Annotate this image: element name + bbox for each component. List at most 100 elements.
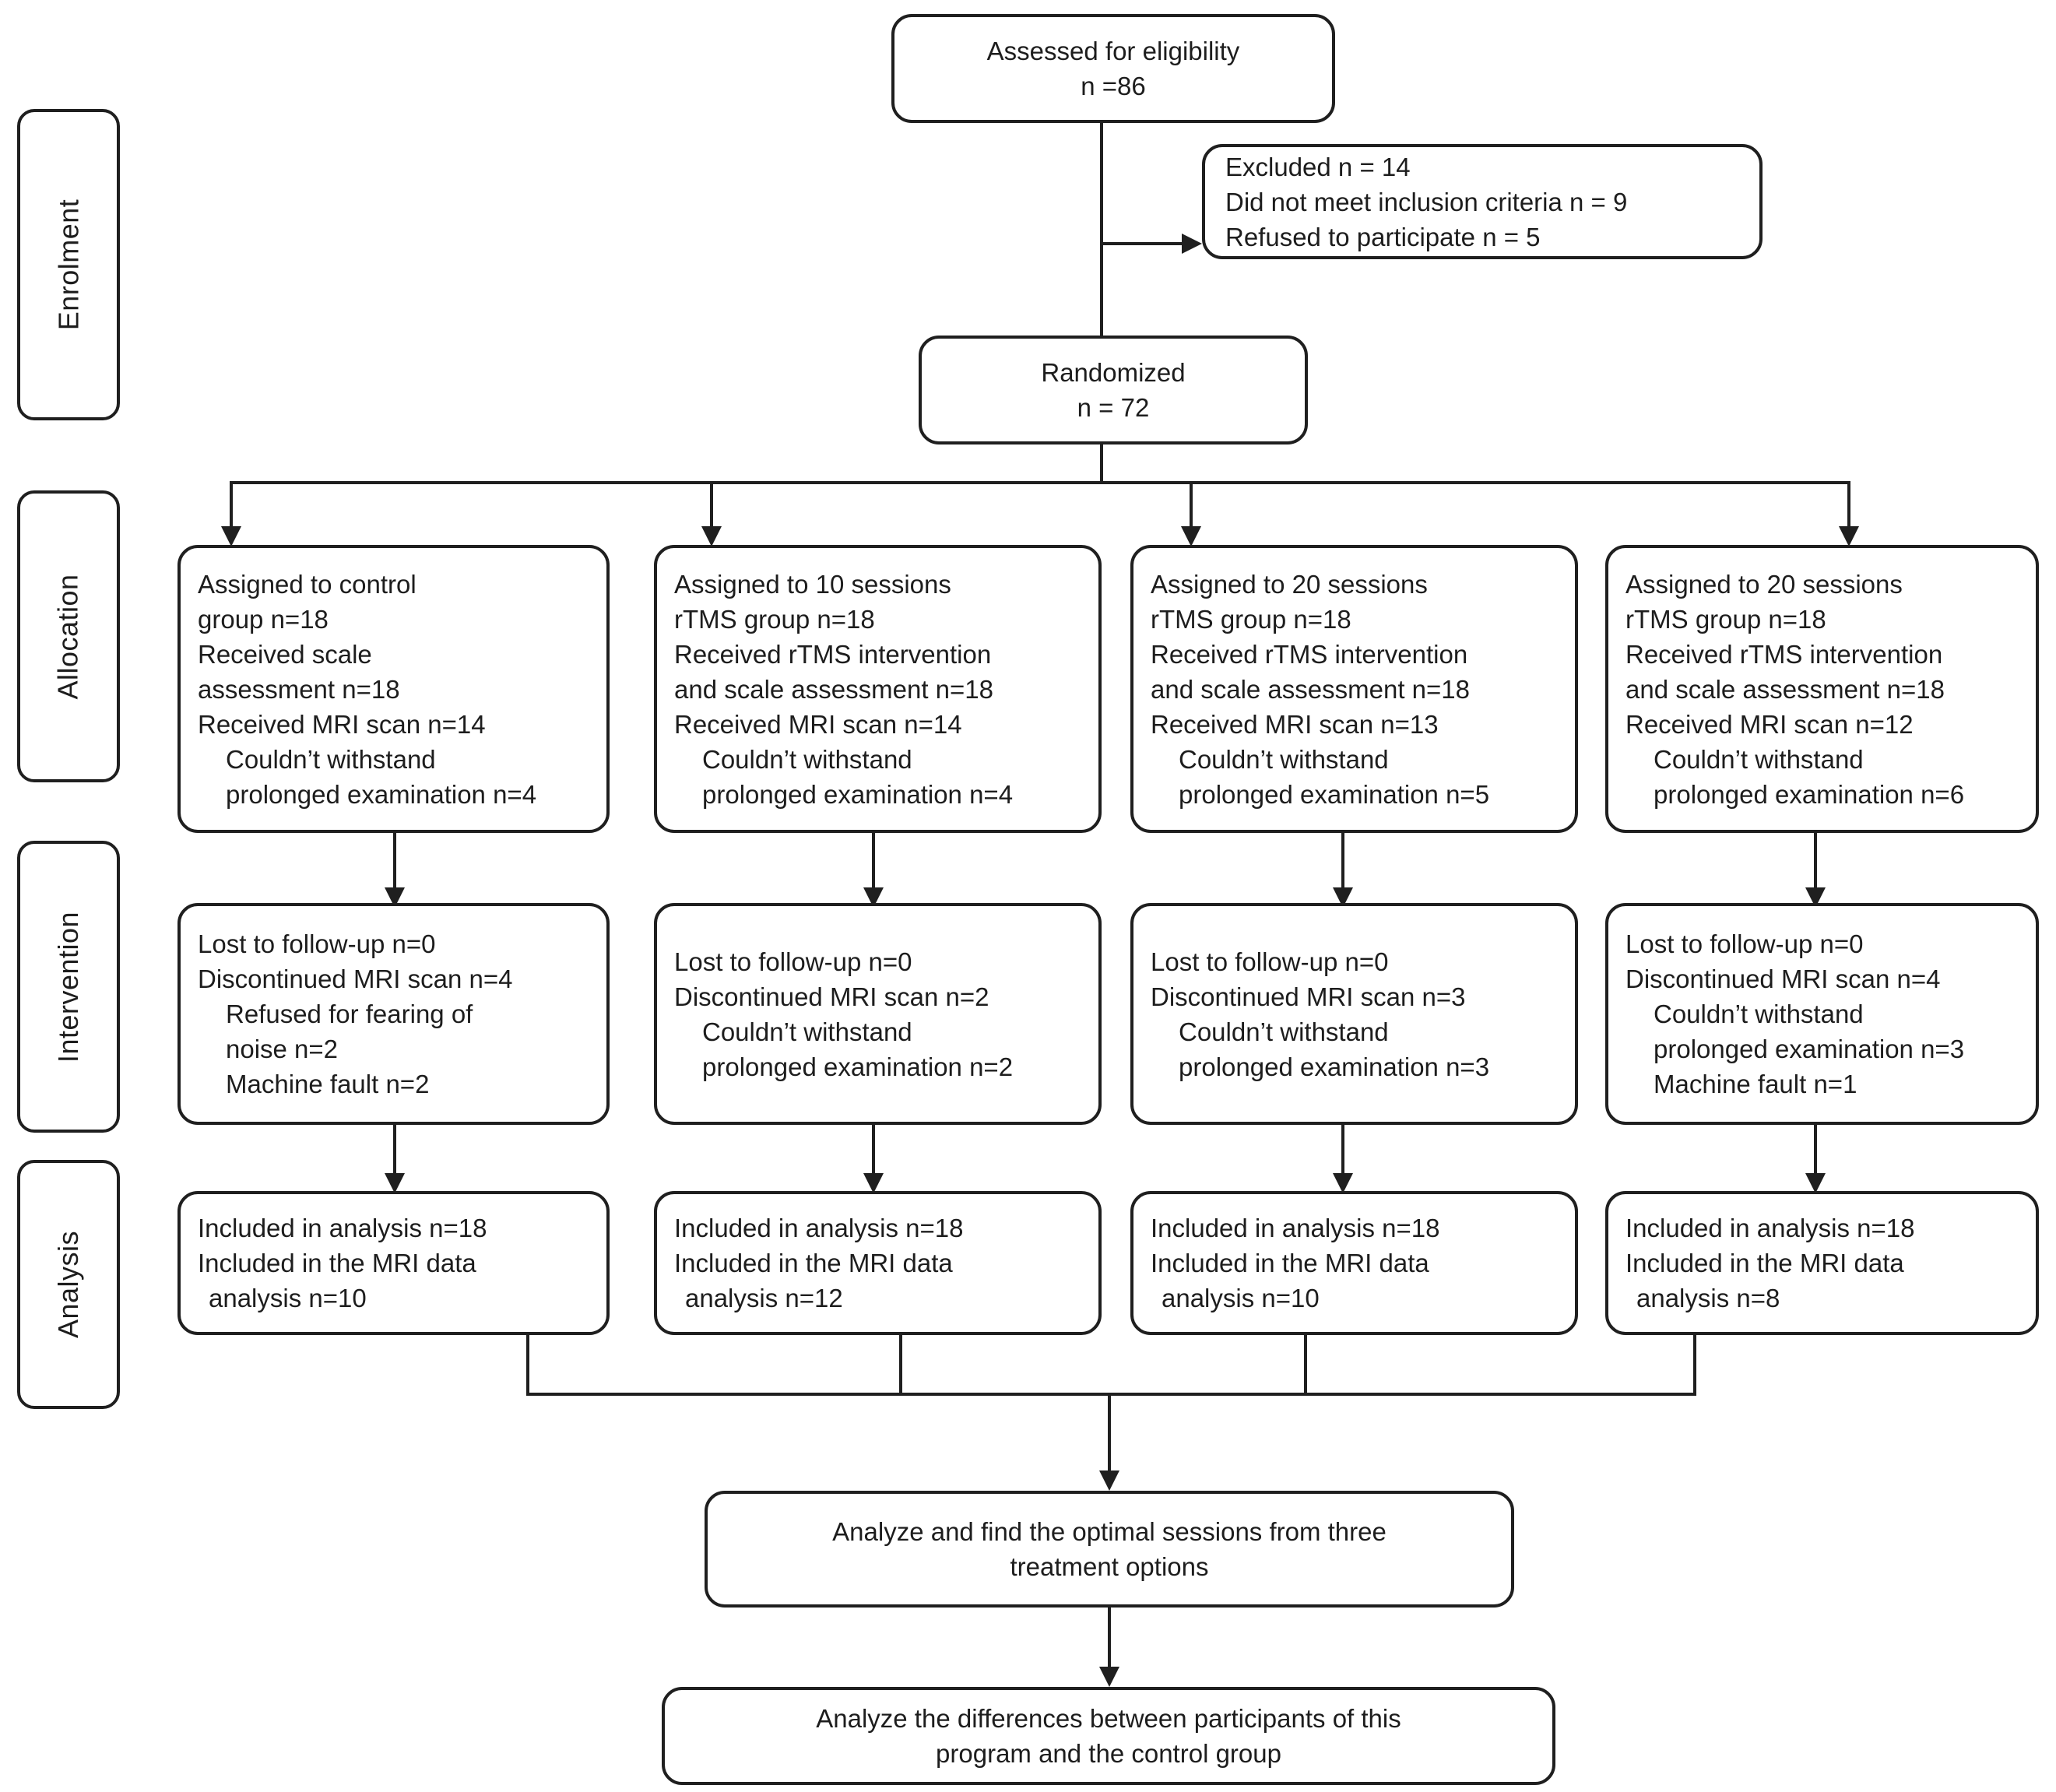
intervention-box-col4: Lost to follow-up n=0 Discontinued MRI s…: [1605, 903, 2039, 1125]
allocation-col1-line-3: Received scale: [198, 639, 372, 669]
excluded-line-1: Excluded n = 14: [1225, 152, 1411, 181]
intervention-col1-line-1: Lost to follow-up n=0: [198, 929, 436, 958]
analysis-col4-line-2: Included in the MRI data: [1625, 1249, 1904, 1277]
differences-line-1: Analyze the differences between particip…: [816, 1704, 1401, 1733]
arrow-interv-analysis-col2-icon: [863, 1173, 884, 1193]
analysis-col2-line-3: analysis n=12: [685, 1284, 843, 1312]
analysis-col2-line-1: Included in analysis n=18: [674, 1214, 964, 1242]
intervention-col2-line-3: Couldn’t withstand: [702, 1017, 912, 1046]
allocation-col2-line-6: Couldn’t withstand: [702, 744, 912, 774]
analysis-col1-line-2: Included in the MRI data: [198, 1249, 476, 1277]
allocation-box-col1: Assigned to control group n=18 Received …: [177, 545, 610, 833]
connector-optimal-to-differences: [1108, 1608, 1111, 1667]
connector-interv-analysis-col3: [1341, 1125, 1344, 1173]
allocation-col3-line-5: Received MRI scan n=13: [1151, 709, 1439, 739]
assessed-line-2: n =86: [1081, 72, 1146, 100]
phase-label-analysis-text: Analysis: [52, 1230, 84, 1339]
connector-merge-bus: [526, 1393, 1696, 1396]
arrow-interv-analysis-col1-icon: [385, 1173, 405, 1193]
randomized-line-2: n = 72: [1077, 393, 1150, 422]
arrow-interv-analysis-col3-icon: [1333, 1173, 1353, 1193]
arrow-to-differences-icon: [1099, 1667, 1119, 1687]
excluded-box: Excluded n = 14 Did not meet inclusion c…: [1202, 144, 1763, 259]
allocation-col3-line-6: Couldn’t withstand: [1179, 744, 1389, 774]
intervention-box-col2: Lost to follow-up n=0 Discontinued MRI s…: [654, 903, 1102, 1125]
connector-drop-col2: [710, 481, 713, 526]
phase-label-analysis: Analysis: [17, 1160, 120, 1409]
connector-interv-analysis-col1: [393, 1125, 396, 1173]
allocation-col1-line-2: group n=18: [198, 604, 329, 634]
intervention-col4-line-2: Discontinued MRI scan n=4: [1625, 965, 1941, 993]
analysis-col3-line-3: analysis n=10: [1162, 1284, 1320, 1312]
intervention-col4-line-1: Lost to follow-up n=0: [1625, 929, 1864, 958]
phase-label-allocation-text: Allocation: [52, 573, 84, 700]
allocation-col4-line-2: rTMS group n=18: [1625, 604, 1826, 634]
phase-label-enrolment: Enrolment: [17, 109, 120, 420]
connector-drop-col1: [230, 481, 233, 526]
intervention-col2-line-1: Lost to follow-up n=0: [674, 947, 912, 976]
phase-label-allocation: Allocation: [17, 490, 120, 782]
intervention-col3-line-2: Discontinued MRI scan n=3: [1151, 982, 1466, 1011]
analyze-differences-box: Analyze the differences between particip…: [662, 1687, 1555, 1785]
arrow-down-col2-icon: [701, 526, 722, 546]
phase-label-intervention: Intervention: [17, 841, 120, 1133]
allocation-col4-line-6: Couldn’t withstand: [1654, 744, 1864, 774]
analysis-box-col4: Included in analysis n=18 Included in th…: [1605, 1191, 2039, 1335]
allocation-col3-line-7: prolonged examination n=5: [1179, 779, 1490, 809]
randomized-line-1: Randomized: [1041, 358, 1186, 387]
allocation-col2-line-7: prolonged examination n=4: [702, 779, 1014, 809]
arrow-down-col4-icon: [1839, 526, 1859, 546]
arrow-down-col1-icon: [221, 526, 241, 546]
phase-label-intervention-text: Intervention: [52, 911, 84, 1063]
analysis-col1-line-3: analysis n=10: [209, 1284, 367, 1312]
arrow-to-optimal-sessions-icon: [1099, 1470, 1119, 1491]
allocation-box-col4: Assigned to 20 sessions rTMS group n=18 …: [1605, 545, 2039, 833]
optimal-line-1: Analyze and find the optimal sessions fr…: [832, 1517, 1386, 1546]
differences-line-2: program and the control group: [936, 1739, 1281, 1768]
connector-merge-stem: [1108, 1393, 1111, 1470]
intervention-col1-line-2: Discontinued MRI scan n=4: [198, 965, 513, 993]
analysis-col3-line-2: Included in the MRI data: [1151, 1249, 1429, 1277]
allocation-col1-line-6: Couldn’t withstand: [226, 744, 436, 774]
assessed-line-1: Assessed for eligibility: [986, 37, 1240, 65]
allocation-col4-line-4: and scale assessment n=18: [1625, 674, 1945, 704]
connector-allocation-bus: [230, 481, 1847, 484]
connector-drop-col4: [1847, 481, 1850, 526]
analysis-col4-line-1: Included in analysis n=18: [1625, 1214, 1915, 1242]
intervention-col4-line-3: Couldn’t withstand: [1654, 1000, 1864, 1028]
randomized-box: Randomized n = 72: [919, 336, 1308, 444]
allocation-col1-line-5: Received MRI scan n=14: [198, 709, 486, 739]
intervention-col4-line-5: Machine fault n=1: [1654, 1070, 1857, 1098]
arrow-down-col3-icon: [1181, 526, 1201, 546]
intervention-col1-line-5: Machine fault n=2: [226, 1070, 430, 1098]
allocation-col3-line-4: and scale assessment n=18: [1151, 674, 1471, 704]
connector-alloc-interv-col2: [872, 833, 875, 887]
analysis-col3-line-1: Included in analysis n=18: [1151, 1214, 1440, 1242]
connector-merge-col1: [526, 1335, 529, 1396]
optimal-line-2: treatment options: [1010, 1552, 1209, 1581]
allocation-col4-line-5: Received MRI scan n=12: [1625, 709, 1914, 739]
allocation-col2-line-1: Assigned to 10 sessions: [674, 569, 951, 599]
connector-alloc-interv-col4: [1814, 833, 1817, 887]
allocation-col4-line-3: Received rTMS intervention: [1625, 639, 1943, 669]
allocation-col1-line-7: prolonged examination n=4: [226, 779, 537, 809]
analysis-box-col1: Included in analysis n=18 Included in th…: [177, 1191, 610, 1335]
analysis-col1-line-1: Included in analysis n=18: [198, 1214, 487, 1242]
connector-merge-col2: [899, 1335, 902, 1396]
phase-label-enrolment-text: Enrolment: [52, 199, 85, 331]
assessed-for-eligibility-box: Assessed for eligibility n =86: [891, 14, 1335, 123]
allocation-col3-line-1: Assigned to 20 sessions: [1151, 569, 1428, 599]
allocation-col2-line-4: and scale assessment n=18: [674, 674, 994, 704]
connector-assessed-to-randomized: [1100, 123, 1103, 336]
optimal-sessions-box: Analyze and find the optimal sessions fr…: [705, 1491, 1514, 1608]
allocation-col3-line-3: Received rTMS intervention: [1151, 639, 1468, 669]
connector-randomized-stem: [1100, 444, 1103, 483]
allocation-box-col2: Assigned to 10 sessions rTMS group n=18 …: [654, 545, 1102, 833]
allocation-col4-line-1: Assigned to 20 sessions: [1625, 569, 1903, 599]
allocation-col3-line-2: rTMS group n=18: [1151, 604, 1351, 634]
allocation-col2-line-2: rTMS group n=18: [674, 604, 875, 634]
intervention-box-col3: Lost to follow-up n=0 Discontinued MRI s…: [1130, 903, 1578, 1125]
intervention-box-col1: Lost to follow-up n=0 Discontinued MRI s…: [177, 903, 610, 1125]
analysis-col4-line-3: analysis n=8: [1636, 1284, 1780, 1312]
connector-alloc-interv-col3: [1341, 833, 1344, 887]
